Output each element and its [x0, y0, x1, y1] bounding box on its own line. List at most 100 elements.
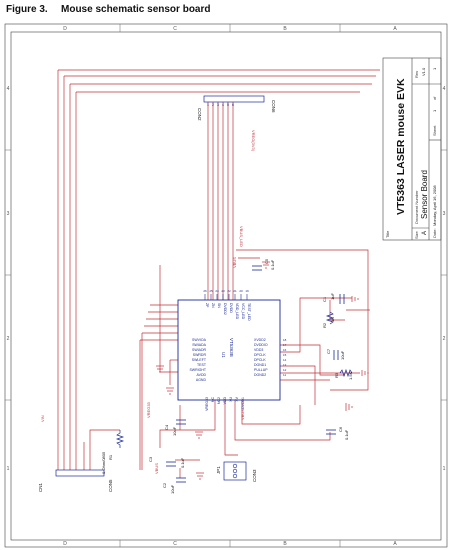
- ground-icon: [351, 296, 359, 302]
- con2-name: CON6: [271, 100, 276, 113]
- chip-left-pin: SWIADR: [192, 348, 206, 352]
- chip-top-num: 24: [215, 289, 219, 293]
- chip-ref: U1: [221, 352, 226, 358]
- chip-top-pin: DVDD2: [223, 303, 227, 315]
- chip-right-num: 15: [283, 353, 287, 357]
- chip-top-pin: DVDD: [229, 303, 233, 313]
- chip-right-num: 12: [283, 368, 287, 372]
- c1-value: 1uF: [330, 293, 335, 300]
- connector-con2: 1 2 3 4 5 6 CON2 CON6: [197, 95, 276, 121]
- r2-ref: R2: [322, 322, 327, 328]
- con2-pin: 5: [227, 103, 229, 107]
- row-mark-left-3: 2: [7, 336, 10, 342]
- rev-value: V1.0: [421, 67, 426, 76]
- doc-number: Sensor Board: [420, 170, 429, 219]
- size-label: Size: [414, 230, 419, 239]
- con2-pin: 2: [212, 103, 214, 107]
- chip-top-num: 19: [245, 289, 249, 293]
- resistor-r2: [325, 311, 335, 325]
- figure-title: Figure 3. Mouse schematic sensor board: [6, 4, 211, 15]
- col-mark-top-4: A: [393, 26, 397, 32]
- sheet-total: 1: [432, 67, 437, 70]
- con2-pin: 1: [207, 103, 209, 107]
- chip-part: VT5363B: [229, 338, 234, 357]
- row-mark-left-1: 4: [7, 86, 10, 92]
- c3-value: 0.1uF: [180, 457, 185, 468]
- ground-icon: [361, 370, 369, 376]
- frame-marks: D C B A D C B A 4 3 2 1 4 3 2 1: [7, 26, 446, 547]
- figure-caption: Mouse schematic sensor board: [61, 4, 211, 15]
- ground-icon: [345, 403, 353, 411]
- net-vin: VIN: [40, 415, 45, 422]
- row-mark-right-3: 2: [443, 336, 446, 342]
- ground-icon: [196, 472, 204, 480]
- c6-value: 0.1uF: [344, 429, 349, 440]
- chip-bottom-pin: NC2: [217, 397, 221, 404]
- c2-ref: C2: [162, 482, 167, 488]
- title-main: VT5363 LASER mouse EVK: [395, 78, 407, 215]
- jp1-ref: JP1: [216, 466, 221, 474]
- chip-top-pin: ZP: [205, 303, 209, 308]
- con2-pin: 3: [217, 103, 219, 107]
- net-vreg33: VREG33: [146, 401, 151, 418]
- chip-right-pin: XVDD2: [254, 338, 266, 342]
- c5-ref: C5: [264, 258, 269, 264]
- capacitor-c2: [176, 477, 186, 483]
- net-labels: VREG(3V3) VBUS_LED VIN VBUS VREG33 VBUS …: [40, 130, 256, 474]
- ground-symbols: [156, 261, 369, 480]
- chip-right-num: 16: [283, 348, 287, 352]
- c1-ref: C1: [322, 296, 327, 302]
- col-mark-bottom-1: D: [63, 541, 67, 547]
- col-mark-top-3: B: [283, 26, 287, 32]
- r1-value: 0-Ohm/0805: [101, 451, 106, 474]
- chip-right-num: 11: [283, 373, 286, 377]
- wires: [57, 69, 380, 478]
- jumper-pin: [232, 468, 238, 474]
- chip-top-num: 25: [209, 289, 213, 293]
- rev-label: Rev: [414, 71, 419, 78]
- ground-icon: [166, 387, 174, 395]
- connector-con1: CN1 CON5: [38, 469, 113, 492]
- r2-value: 1K: [330, 317, 335, 322]
- chip-top-num: 22: [227, 289, 231, 293]
- chip-bottom-pin: XU: [229, 397, 233, 402]
- chip-top-pin: SN: [217, 303, 221, 308]
- c6-ref: C6: [338, 426, 343, 432]
- capacitor-c6: [326, 429, 336, 435]
- chip-top-num: 21: [233, 289, 237, 293]
- date-value: Monday, April 16, 2008: [432, 185, 437, 226]
- resistor-r1: [115, 430, 125, 448]
- capacitor-c4: [176, 419, 186, 425]
- c2-value: 10uF: [170, 484, 175, 494]
- chip-left-pin: SWRIGHT: [189, 368, 206, 372]
- chip-top-pin: ZN: [211, 303, 215, 308]
- title-block: Title VT5363 LASER mouse EVK Size A Docu…: [382, 57, 442, 241]
- doc-label: Document Number: [414, 190, 419, 224]
- chip-left-pin: SWIADA: [192, 343, 206, 347]
- chip-right-num: 17: [283, 343, 287, 347]
- con1-ref: CN1: [38, 483, 43, 492]
- date-label: Date:: [432, 228, 437, 238]
- jumper-pin: [232, 463, 238, 469]
- chip-bottom-pin: XV: [235, 396, 239, 401]
- chip-bottom-pin: DVDD1: [241, 397, 245, 409]
- chip-top-pin: VDD_LED: [235, 303, 239, 320]
- chip-bottom-pin: NC: [211, 397, 215, 403]
- chip-left-pin: SWVIOA: [192, 338, 207, 342]
- c7-ref: C7: [326, 348, 331, 354]
- chip-right-num: 18: [283, 338, 287, 342]
- r1-ref: R1: [108, 454, 113, 460]
- con2-ref: CON2: [197, 108, 202, 121]
- c4-ref: C4: [164, 424, 169, 430]
- ground-icon: [156, 365, 164, 373]
- r3-value: 1.5K: [348, 371, 353, 380]
- figure-number: Figure 3.: [6, 4, 48, 15]
- frame-ticks: [5, 24, 447, 547]
- chip-left-pin: AGND: [196, 378, 207, 382]
- col-mark-top-1: D: [63, 26, 67, 32]
- chip-right-pin: DVDDIO: [254, 343, 268, 347]
- of-label: of: [432, 96, 437, 100]
- chip-right-pin: PULLUP: [254, 368, 268, 372]
- capacitor-c3: [166, 461, 176, 467]
